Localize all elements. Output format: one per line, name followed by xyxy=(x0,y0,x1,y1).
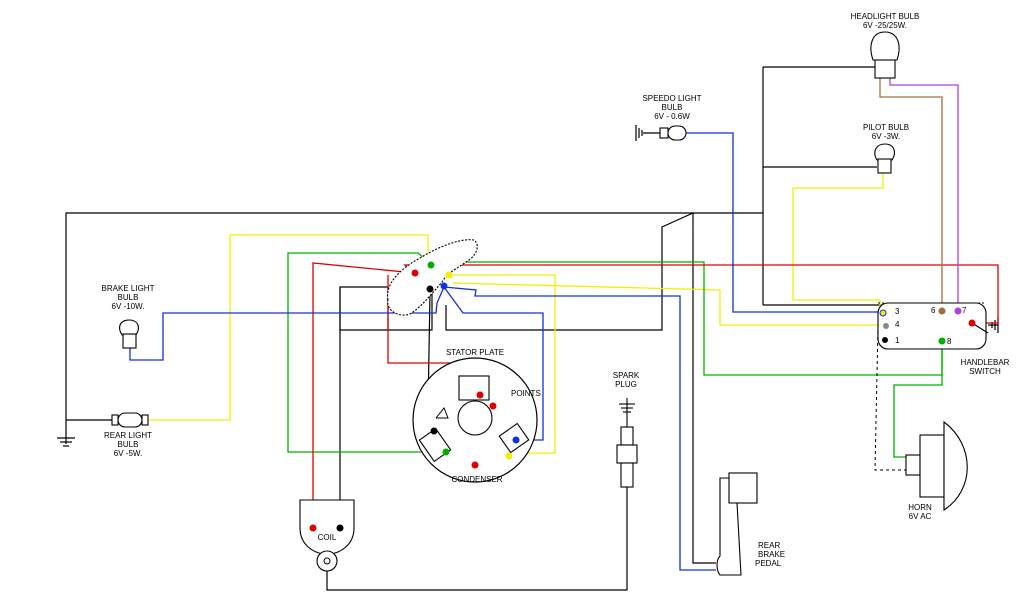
label-pilot: PILOT BULB 6V -3W. xyxy=(863,123,909,141)
ground-symbol-switch xyxy=(988,317,999,333)
coil-label: COIL xyxy=(318,533,337,542)
brake-light-bulb-icon xyxy=(119,319,139,349)
rear-label-3: 6V -5W. xyxy=(114,449,142,458)
brake-label-3: 6V -10W. xyxy=(112,302,145,311)
label-handlebar: HANDLEBAR SWITCH xyxy=(961,358,1010,376)
terminal-6-label: 6 xyxy=(931,306,936,315)
blue-wires xyxy=(129,132,890,571)
rear-brake-pedal xyxy=(716,472,758,576)
speedo-label-1: SPEEDO LIGHT xyxy=(642,94,701,103)
switch-terminal-numbers: 3 4 1 6 7 8 xyxy=(895,306,967,346)
handlebar-switch xyxy=(877,302,989,350)
label-horn: HORN 6V AC xyxy=(908,503,932,521)
rear-label-2: BULB xyxy=(118,440,139,449)
speedo-bulb-icon xyxy=(659,125,687,141)
headlight-label-2: 6V -25/25W. xyxy=(863,21,907,30)
green-wires xyxy=(287,252,943,458)
terminal-8-label: 8 xyxy=(947,337,952,346)
speedo-label-3: 6V - 0.6W xyxy=(654,112,690,121)
terminal-7-label: 7 xyxy=(962,306,967,315)
horn-label-1: HORN xyxy=(908,503,932,512)
ground-symbol-speedo xyxy=(635,125,660,141)
pilot-bulb-icon xyxy=(874,143,895,174)
label-speedo: SPEEDO LIGHT BULB 6V - 0.6W xyxy=(642,94,701,121)
label-brake: BRAKE LIGHT BULB 6V -10W. xyxy=(102,284,155,311)
rear-label-1: REAR LIGHT xyxy=(104,431,152,440)
rear-light-bulb-icon xyxy=(111,412,149,428)
headlight-label-1: HEADLIGHT BULB xyxy=(851,12,920,21)
horn-label-2: 6V AC xyxy=(909,512,932,521)
label-headlight: HEADLIGHT BULB 6V -25/25W. xyxy=(851,12,920,30)
handlebar-label-2: SWITCH xyxy=(969,367,1001,376)
condenser-label: CONDENSER xyxy=(451,475,502,484)
points-label: POINTS xyxy=(511,389,541,398)
horn-ground-dashed xyxy=(874,324,912,471)
handlebar-label-1: HANDLEBAR xyxy=(961,358,1010,367)
label-spark: SPARK PLUG xyxy=(613,371,640,389)
terminal-dots xyxy=(309,261,976,532)
rear-brake-label-3: PEDAL xyxy=(755,559,782,568)
brake-label-2: BULB xyxy=(118,293,139,302)
spark-label-1: SPARK xyxy=(613,371,640,380)
label-rear: REAR LIGHT BULB 6V -5W. xyxy=(104,431,152,458)
stator-plate-label: STATOR PLATE xyxy=(446,348,504,357)
terminal-4-label: 4 xyxy=(895,320,900,329)
ignition-coil xyxy=(299,499,355,572)
pilot-label-1: PILOT BULB xyxy=(863,123,909,132)
speedo-label-2: BULB xyxy=(662,103,683,112)
spark-plug-icon xyxy=(616,398,638,488)
junction-block xyxy=(387,239,478,316)
ground-symbol-left xyxy=(57,437,75,447)
rear-brake-label-1: REAR xyxy=(758,541,780,550)
brake-label-1: BRAKE LIGHT xyxy=(102,284,155,293)
headlight-wires xyxy=(879,78,959,310)
terminal-3-label: 3 xyxy=(895,307,900,316)
rear-brake-label-2: BRAKE xyxy=(758,550,785,559)
terminal-1-label: 1 xyxy=(895,336,900,345)
pilot-label-2: 6V -3W. xyxy=(872,132,900,141)
horn-icon xyxy=(905,420,968,512)
label-rear-brake: REAR BRAKE PEDAL xyxy=(755,541,785,568)
black-wires xyxy=(65,66,890,591)
headlight-bulb-icon xyxy=(870,31,900,79)
spark-label-2: PLUG xyxy=(615,380,637,389)
